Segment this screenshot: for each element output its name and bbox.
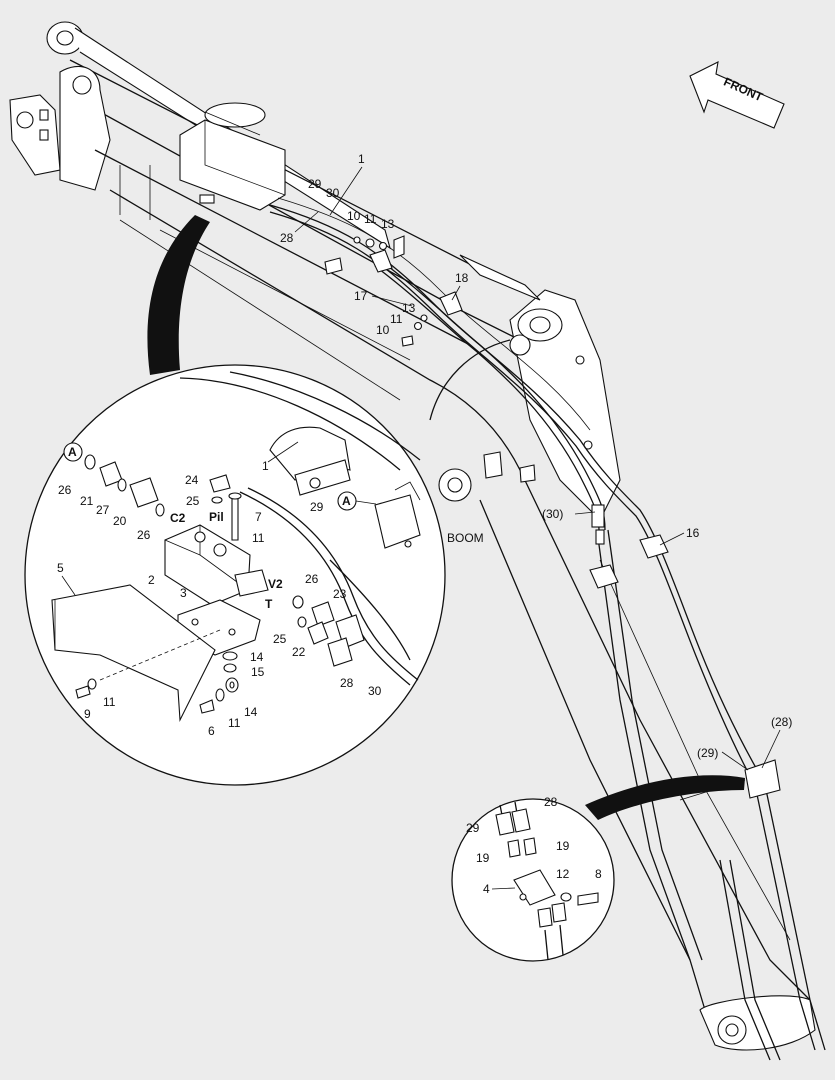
detail-callout-9: 9 (84, 707, 91, 721)
detail-callout-2: 2 (148, 573, 155, 587)
callout-17: 17 (354, 289, 368, 303)
callout-10: 10 (347, 209, 361, 223)
detail-callout-11b: 11 (103, 695, 116, 709)
detail-callout-1: 1 (262, 459, 269, 473)
callout-13b: 13 (402, 301, 416, 315)
callout-p28: (28) (771, 715, 792, 729)
detail-callout-27: 27 (96, 503, 110, 517)
detail-callout-25b: 25 (273, 632, 287, 646)
small-callout-12: 12 (556, 867, 570, 881)
port-v2: V2 (268, 577, 283, 591)
detail-callout-7: 7 (255, 510, 262, 524)
hose-routing (269, 197, 826, 1061)
callout-10b: 10 (376, 323, 390, 337)
detail-callout-11c: 11 (228, 716, 241, 730)
detail-callout-26: 26 (58, 483, 72, 497)
boom-structure (9, 21, 816, 1051)
detail-callout-14: 14 (250, 650, 264, 664)
callout-11b: 11 (390, 312, 403, 326)
ref-a-right: A (342, 494, 351, 508)
callout-16: 16 (686, 526, 700, 540)
detail-callout-24: 24 (185, 473, 199, 487)
detail-callout-29: 29 (310, 500, 324, 514)
small-callout-19b: 19 (476, 851, 490, 865)
callout-11: 11 (364, 212, 377, 226)
callout-29: 29 (308, 177, 322, 191)
port-c2: C2 (170, 511, 186, 525)
detail-callout-3: 3 (180, 586, 187, 600)
small-callout-4: 4 (483, 882, 490, 896)
port-t: T (265, 597, 273, 611)
port-pil: Pil (209, 510, 224, 524)
callout-p29: (29) (697, 746, 718, 760)
detail-circle-bracket: 28 29 19 19 12 8 4 (451, 795, 615, 962)
small-callout-28: 28 (544, 795, 558, 809)
detail-callout-28: 28 (340, 676, 354, 690)
detail-circle-valve: A A (24, 364, 446, 786)
small-callout-29: 29 (466, 821, 480, 835)
detail-callout-26b: 26 (137, 528, 151, 542)
detail-callout-5: 5 (57, 561, 64, 575)
callout-1: 1 (358, 152, 365, 166)
boom-callouts: 1 29 30 28 10 11 13 18 17 13 11 10 (30) … (280, 152, 792, 771)
detail-callout-25: 25 (186, 494, 200, 508)
detail-callout-14b: 14 (244, 705, 258, 719)
detail-callout-21: 21 (80, 494, 94, 508)
front-arrow: FRONT (689, 61, 785, 129)
ref-a-left: A (68, 445, 77, 459)
callout-13: 13 (381, 217, 395, 231)
callout-30: 30 (326, 186, 340, 200)
detail-callout-23: 23 (333, 587, 347, 601)
detail-leader-wedge-top (147, 215, 210, 375)
small-callout-19a: 19 (556, 839, 570, 853)
detail-leader-wedge-bottom (585, 775, 745, 820)
callout-28: 28 (280, 231, 294, 245)
detail-callout-11: 11 (252, 531, 265, 545)
detail-callout-22: 22 (292, 645, 306, 659)
detail-callout-26c: 26 (305, 572, 319, 586)
detail-callout-6: 6 (208, 724, 215, 738)
boom-label: BOOM (447, 531, 484, 545)
detail-callout-20: 20 (113, 514, 127, 528)
detail-callout-15: 15 (251, 665, 265, 679)
detail-callout-30: 30 (368, 684, 382, 698)
callout-p30: (30) (542, 507, 563, 521)
ref-a-circle-left (63, 442, 83, 462)
callout-18: 18 (455, 271, 469, 285)
small-callout-8: 8 (595, 867, 602, 881)
